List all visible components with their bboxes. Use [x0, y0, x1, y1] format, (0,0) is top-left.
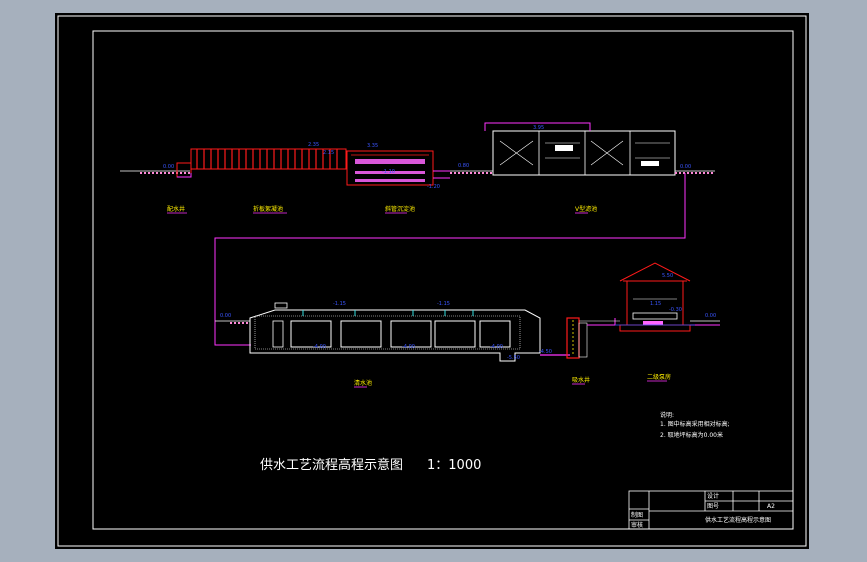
level-upper-6: -1.20: [427, 184, 440, 190]
level-upper-4: 3.35: [367, 143, 378, 149]
label-v-filter: V型滤池: [575, 205, 597, 213]
tb-size: A2: [767, 503, 775, 510]
lower-profile: 0.00 -1.15 -1.15 -4.00 -4.00 -4.00 -5.50…: [215, 262, 720, 388]
level-upper-3: -1.10: [382, 169, 395, 175]
sedimentation-tank: [346, 150, 434, 186]
level-lower-6: -5.50: [507, 355, 520, 361]
level-lower-4: -4.00: [402, 344, 415, 350]
notes-heading: 说明:: [660, 411, 674, 419]
title-block: [628, 490, 794, 530]
level-upper-1: 2.35: [308, 142, 319, 148]
cad-viewport: 0.00 2.35 2.15 -1.10 3.35 0.80 -1.20 3.9…: [55, 13, 809, 549]
level-lower-0: 0.00: [220, 313, 231, 319]
inlet-pipe: [177, 173, 192, 178]
inner-frame: [92, 30, 794, 530]
level-lower-7: -4.50: [539, 349, 552, 355]
pump-house: [619, 262, 691, 332]
level-lower-3: -4.00: [313, 344, 326, 350]
level-lower-1: -1.15: [333, 301, 346, 307]
label-flocculation: 折板絮凝池: [253, 205, 283, 213]
drawing-canvas: 0.00 2.35 2.15 -1.10 3.35 0.80 -1.20 3.9…: [57, 15, 807, 547]
level-lower-9: 1.15: [650, 301, 661, 307]
notes-block: 说明: 1. 图中标高采用相对标高; 2. 取地坪标高为0.00米: [660, 411, 730, 439]
level-upper-5: 0.80: [458, 163, 469, 169]
tb-drawing-name: 供水工艺流程高程示意图: [705, 516, 771, 524]
label-distribution-well: 配水井: [167, 205, 185, 213]
level-upper-8: 0.00: [680, 164, 691, 170]
upper-profile: 0.00 2.35 2.15 -1.10 3.35 0.80 -1.20 3.9…: [120, 122, 715, 346]
drawing-scale: 1：1000: [427, 458, 481, 473]
note-1: 1. 图中标高采用相对标高;: [660, 420, 730, 428]
level-upper-7: 3.95: [533, 125, 544, 131]
level-upper-0: 0.00: [163, 164, 174, 170]
label-reservoir: 清水池: [354, 379, 372, 387]
suction-well: [566, 317, 588, 359]
level-upper-2: 2.15: [323, 150, 334, 156]
level-lower-11: 0.00: [705, 313, 716, 319]
level-lower-2: -1.15: [437, 301, 450, 307]
v-filter: [492, 130, 676, 176]
label-pump-house: 二级泵房: [647, 373, 671, 381]
clear-water-reservoir: [249, 302, 541, 362]
level-lower-8: 5.50: [662, 273, 673, 279]
label-suction-well: 吸水井: [572, 376, 590, 384]
drawing-title: 供水工艺流程高程示意图: [260, 457, 403, 473]
transfer-pipe: [214, 173, 686, 346]
flocculation-tank: [190, 148, 347, 170]
distribution-well: [176, 162, 192, 178]
tb-draft: 制图: [631, 511, 643, 519]
note-2: 2. 取地坪标高为0.00米: [660, 431, 723, 439]
level-lower-5: -4.00: [490, 344, 503, 350]
outer-frame: [57, 15, 807, 547]
tb-drawing-no: 图号: [707, 503, 719, 510]
tb-design: 设计: [707, 492, 719, 500]
level-lower-10: -0.30: [669, 307, 682, 313]
tb-review: 审核: [631, 521, 643, 529]
label-sedimentation: 斜管沉淀池: [385, 205, 415, 213]
